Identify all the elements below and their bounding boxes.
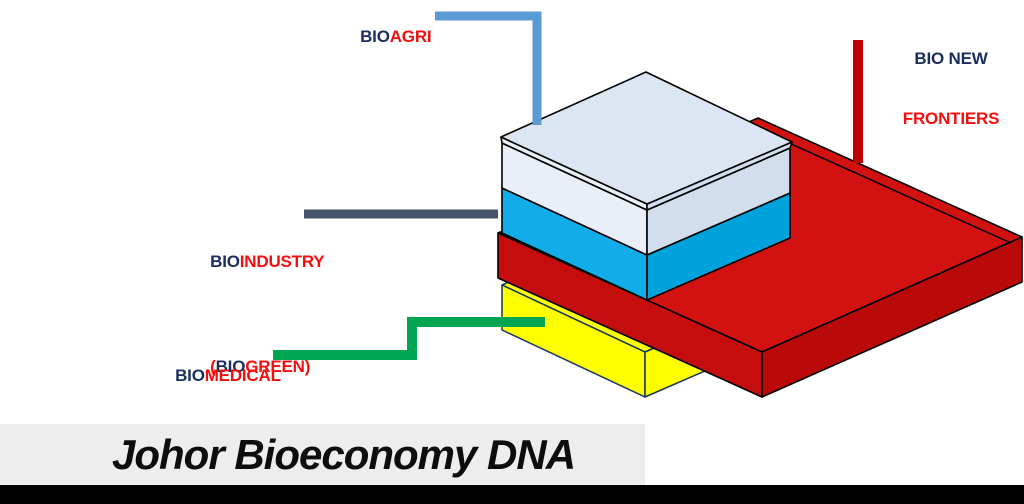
bottom-black-strip [0,485,1024,504]
title-bar: Johor Bioeconomy DNA [0,424,645,485]
label-biogreen-bio: BIO [215,357,246,376]
label-bioagri-bio: BIO [360,27,390,46]
label-biogreen-open: ( [210,357,216,376]
red-slab-front-right-face [761,236,1023,398]
pale-box-lid-top-face [500,71,793,205]
label-bioagri-rest: AGRI [389,27,432,46]
label-biogreen-line2: (BIOGREEN) [183,335,324,398]
label-bioindustry-line1: BIOINDUSTRY [183,230,324,293]
label-biogreen-rest: GREEN) [245,357,311,376]
label-biomedical: BIOMEDICAL [157,344,281,407]
connector-bioagri-line [435,11,542,125]
label-bio-new-frontiers: BIO NEW FRONTIERS [886,9,1016,169]
label-biomedical-rest: MEDICAL [204,366,281,385]
label-bioindustry-bio: BIO [210,252,240,271]
layer-bioagri-pale-box [500,71,793,256]
label-bioindustry-rest: INDUSTRY [239,252,325,271]
label-bio-new-frontiers-line2: FRONTIERS [902,109,1000,128]
label-bio-new-frontiers-line1: BIO NEW [914,49,988,68]
page-title: Johor Bioeconomy DNA [112,430,576,478]
label-biomedical-bio: BIO [175,366,205,385]
connector-biomedical-line [273,317,545,360]
label-bioagri: BIOAGRI [342,5,432,68]
label-bioindustry: BIOINDUSTRY (BIOGREEN) [183,188,324,440]
